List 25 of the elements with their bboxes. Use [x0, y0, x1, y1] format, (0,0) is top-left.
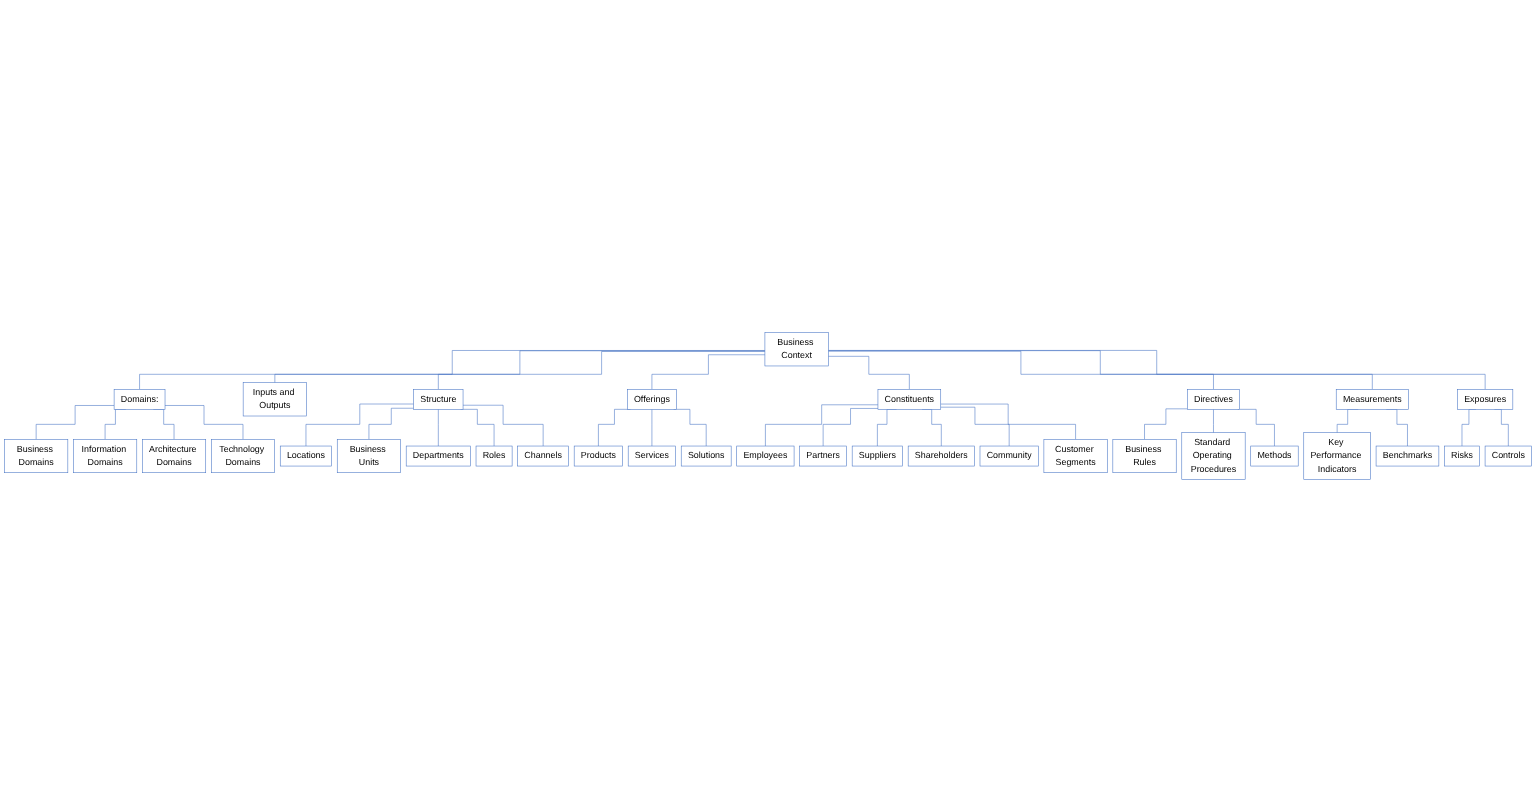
- connector: [305, 403, 414, 447]
- connector: [822, 408, 879, 447]
- connector: [598, 409, 631, 447]
- connector: [651, 354, 766, 390]
- connector: [651, 409, 653, 447]
- connector: [828, 356, 910, 390]
- connector: [460, 409, 495, 447]
- connector: [1213, 409, 1214, 433]
- connector: [35, 405, 115, 440]
- connector: [139, 350, 766, 390]
- connector: [828, 350, 1214, 390]
- connector: [274, 350, 766, 383]
- connector: [438, 351, 766, 390]
- connector: [673, 409, 707, 447]
- connector: [940, 406, 1010, 447]
- connector: [1237, 409, 1275, 447]
- connector: [462, 404, 544, 447]
- connector: [368, 407, 414, 440]
- connector: [438, 409, 439, 447]
- connector: [828, 350, 1373, 390]
- connector: [1144, 408, 1188, 440]
- connector: [765, 404, 879, 447]
- connector: [828, 350, 1486, 390]
- connector: [164, 405, 244, 440]
- connector: [940, 403, 1076, 440]
